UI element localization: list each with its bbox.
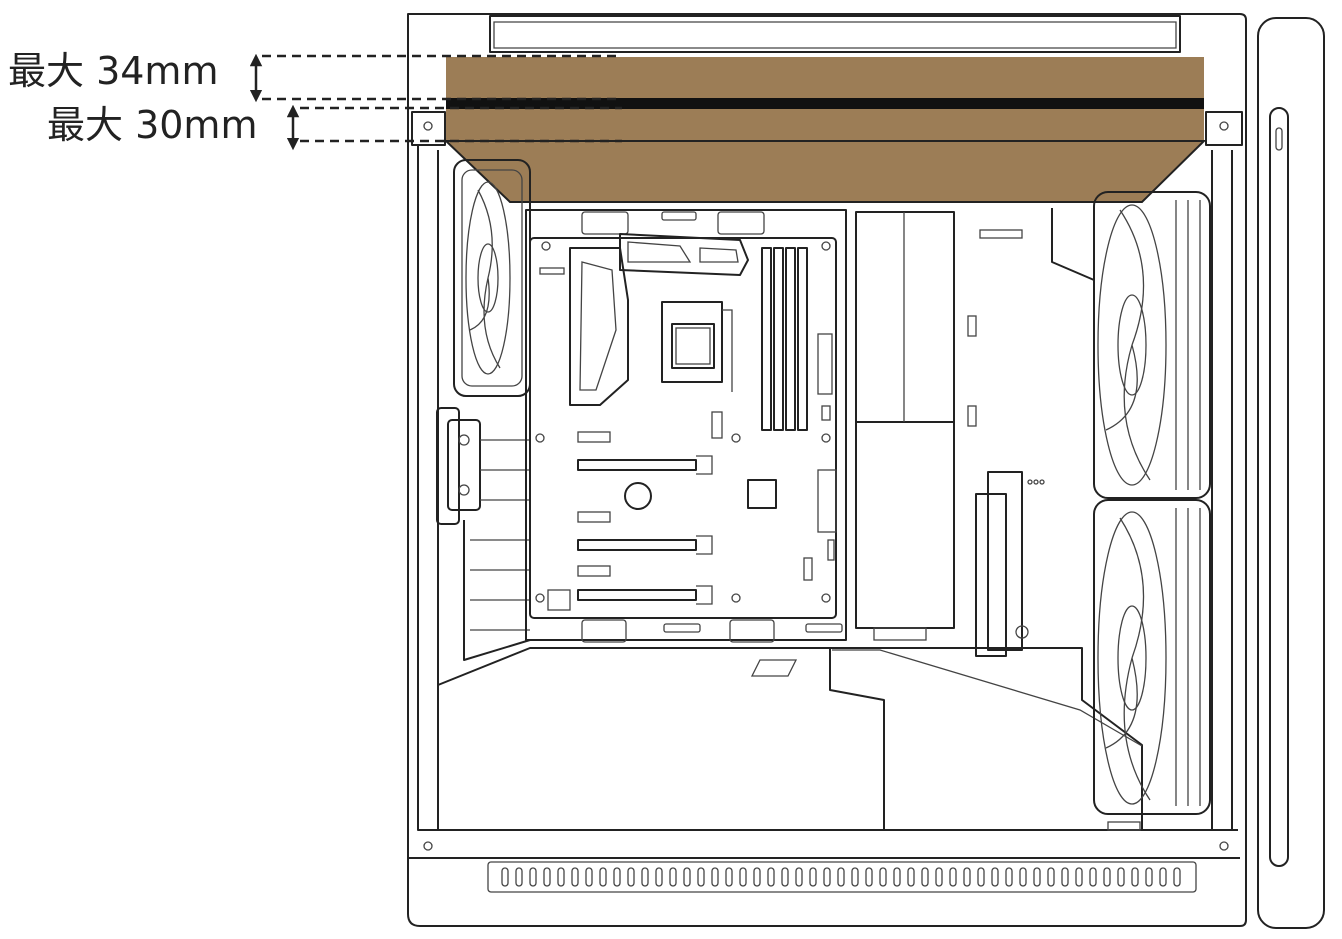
max-30mm-label: 最大 30mm <box>47 103 258 147</box>
vent-slot <box>837 867 845 887</box>
vent-slot <box>1061 867 1069 887</box>
vent-slot <box>515 867 523 887</box>
psu-shroud <box>437 647 1143 831</box>
radiator-clearance-zone <box>443 57 1207 203</box>
vent-slot <box>781 867 789 887</box>
vent-slot <box>851 867 859 887</box>
vent-slot <box>823 867 831 887</box>
max-34mm-label: 最大 34mm <box>8 49 219 93</box>
vent-slot <box>739 867 747 887</box>
vent-slot <box>683 867 691 887</box>
vent-slot <box>1173 867 1181 887</box>
vent-slot <box>1117 867 1125 887</box>
vent-slot <box>1075 867 1083 887</box>
vent-slot <box>557 867 565 887</box>
vent-slot <box>1131 867 1139 887</box>
cable-cutout-panel <box>855 211 1023 641</box>
vent-slot <box>669 867 677 887</box>
vent-slot <box>935 867 943 887</box>
vent-slot <box>627 867 635 887</box>
vent-slot <box>1019 867 1027 887</box>
vent-slot <box>753 867 761 887</box>
vent-slot <box>711 867 719 887</box>
vent-slot <box>767 867 775 887</box>
vent-slot <box>865 867 873 887</box>
vent-slot <box>949 867 957 887</box>
vent-slot <box>1033 867 1041 887</box>
bottom-vents <box>501 867 1181 887</box>
pcie-slot-covers <box>436 407 531 661</box>
case-shell <box>407 13 1325 929</box>
vent-slot <box>641 867 649 887</box>
pcie-slots <box>577 431 713 605</box>
drive-bracket <box>975 471 1045 657</box>
vent-slot <box>963 867 971 887</box>
dimension-lines <box>249 53 622 151</box>
vent-slot <box>795 867 803 887</box>
vent-slot <box>921 867 929 887</box>
vent-slot <box>977 867 985 887</box>
vent-slot <box>571 867 579 887</box>
vent-slot <box>655 867 663 887</box>
vent-slot <box>543 867 551 887</box>
vent-slot <box>1145 867 1153 887</box>
vent-slot <box>893 867 901 887</box>
vent-slot <box>529 867 537 887</box>
vent-slot <box>1103 867 1111 887</box>
ram-slots <box>761 247 808 431</box>
vent-slot <box>725 867 733 887</box>
vent-slot <box>1159 867 1167 887</box>
vent-slot <box>1005 867 1013 887</box>
vent-slot <box>585 867 593 887</box>
motherboard <box>525 209 847 643</box>
vent-slot <box>879 867 887 887</box>
vent-slot <box>907 867 915 887</box>
vent-slot <box>809 867 817 887</box>
front-fans <box>1051 191 1211 815</box>
vent-slot <box>1047 867 1055 887</box>
vent-slot <box>1089 867 1097 887</box>
vent-slot <box>613 867 621 887</box>
vent-slot <box>599 867 607 887</box>
vent-slot <box>697 867 705 887</box>
vent-slot <box>501 867 509 887</box>
vent-slot <box>991 867 999 887</box>
